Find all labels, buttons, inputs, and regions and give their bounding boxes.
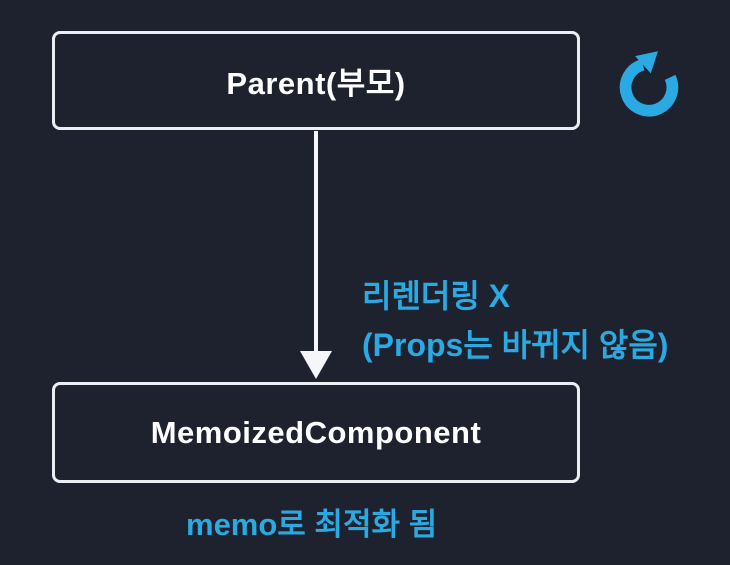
memo-optimization-caption: memo로 최적화 됨 [186, 507, 438, 542]
rerender-annotation: 리렌더링 X (Props는 바뀌지 않음) [362, 272, 668, 370]
memoized-component-box: MemoizedComponent [52, 382, 580, 483]
parent-box-label: Parent(부모) [226, 66, 406, 101]
parent-to-memo-arrow-shaft [314, 131, 318, 352]
rerender-annotation-line1: 리렌더링 X [362, 278, 510, 314]
parent-component-box: Parent(부모) [52, 31, 580, 130]
memoized-box-label: MemoizedComponent [150, 414, 482, 450]
refresh-clockwise-icon [615, 46, 683, 120]
rerender-annotation-line2: (Props는 바뀌지 않음) [362, 327, 669, 363]
parent-to-memo-arrow-head [300, 351, 332, 379]
